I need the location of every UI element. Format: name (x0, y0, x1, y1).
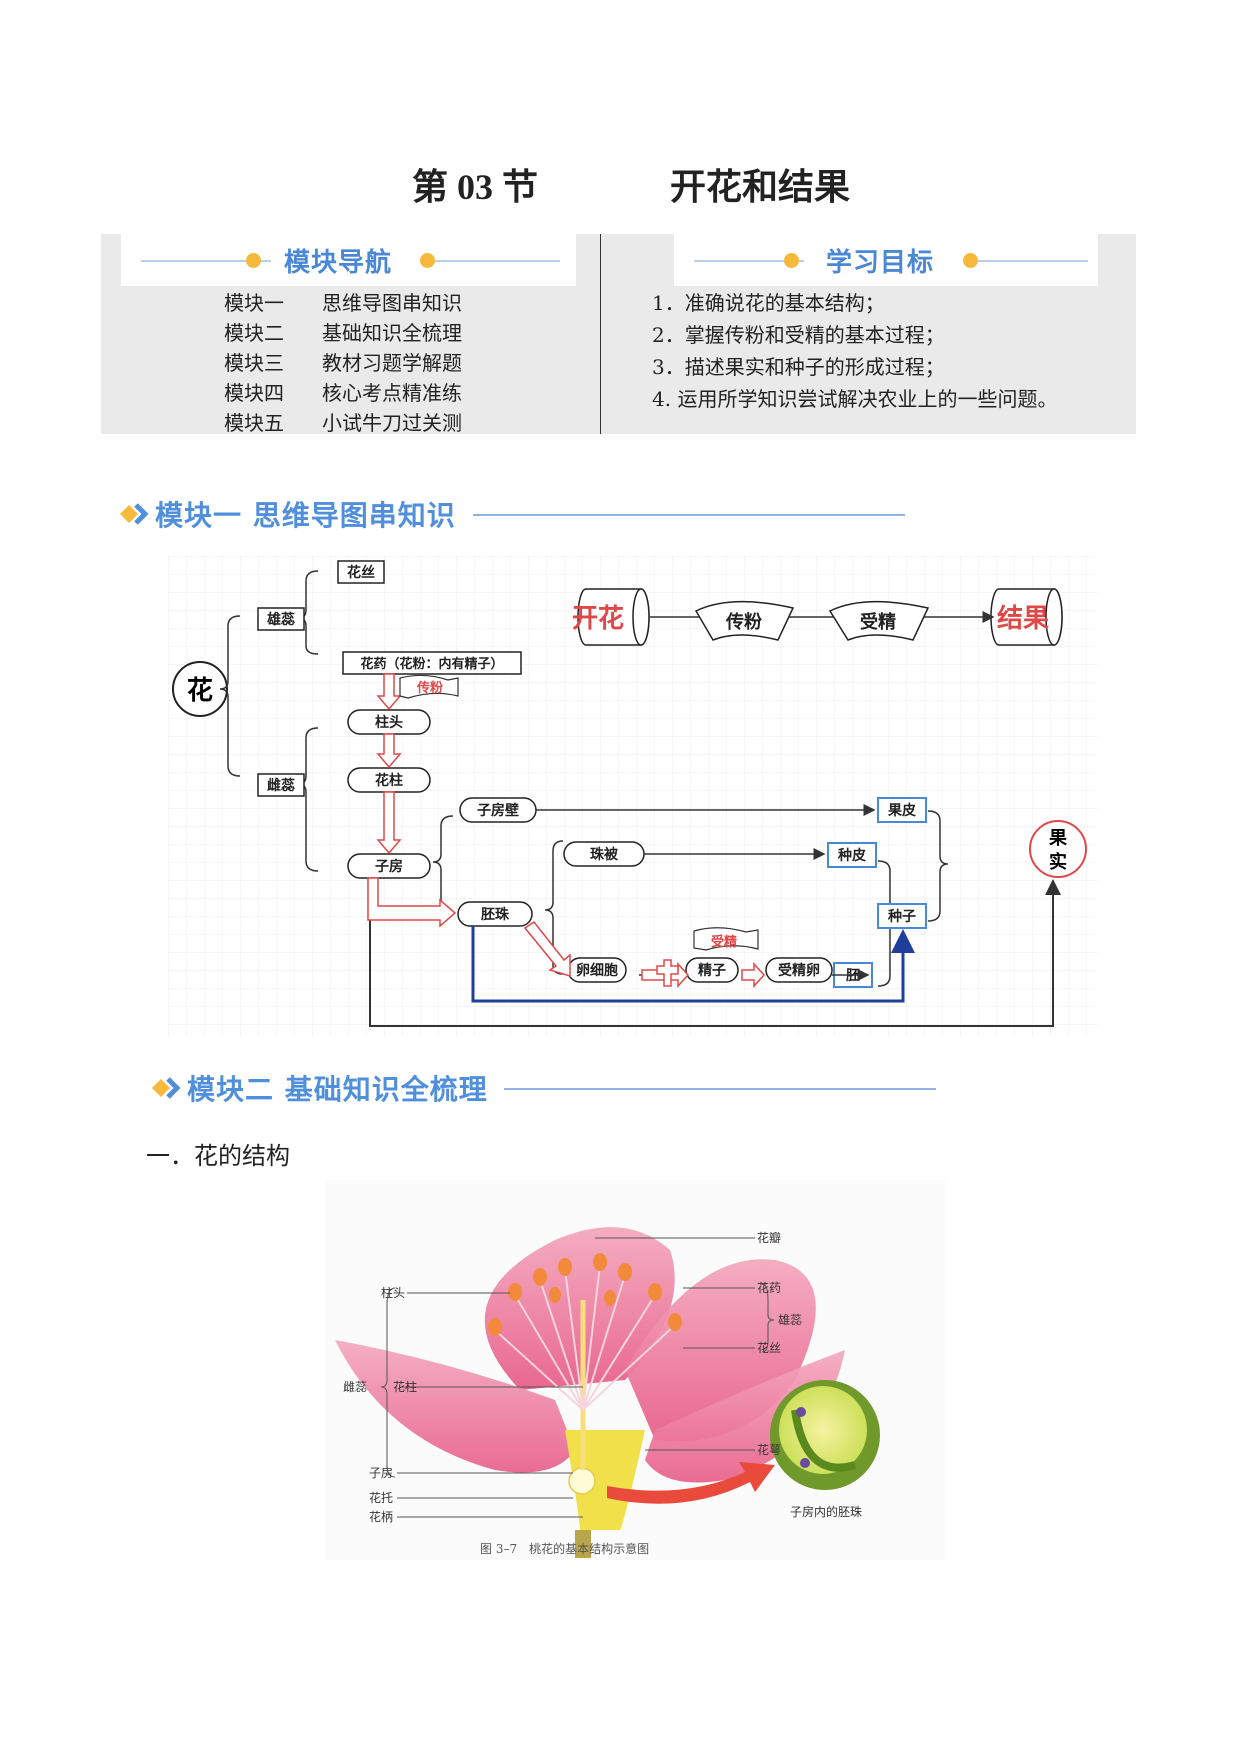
ovule-node: 胚珠 (481, 906, 510, 923)
nav-item[interactable]: 模块四核心考点精准练 (224, 381, 462, 405)
page-title-topic: 开花和结果 (670, 166, 851, 208)
goal-item: 4. 运用所学知识尝试解决农业上的一些问题。 (652, 387, 1058, 411)
sepal-label: 花萼 (757, 1442, 781, 1457)
pistil-node: 雌蕊 (267, 777, 295, 794)
goal-item: 2．掌握传粉和受精的基本过程； (652, 323, 945, 347)
pollination-tag: 传粉 (416, 680, 443, 696)
dot-icon (246, 253, 261, 268)
ovule-inset-label: 子房内的胚珠 (790, 1504, 862, 1519)
fertilized-egg-node: 受精卵 (778, 962, 820, 979)
petal-label: 花瓣 (757, 1230, 781, 1245)
chevron-right-icon (152, 1077, 181, 1099)
subsection-title: 一．花的结构 (146, 1142, 290, 1170)
goals-panel-header: 学习目标 (674, 234, 1098, 286)
style-node: 花柱 (375, 772, 403, 789)
goal-item: 3．描述果实和种子的形成过程； (652, 355, 945, 379)
anther-label: 花药 (757, 1280, 781, 1295)
seed-node: 种子 (887, 908, 916, 925)
stamen-node: 雄蕊 (266, 611, 295, 628)
egg-cell-node: 卵细胞 (576, 962, 618, 979)
nav-panel-label: 模块导航 (284, 248, 393, 278)
mindmap-diagram: 花 雄蕊 雌蕊 花丝 花药（花粉：内有精子） 柱头 花柱 子房 子房壁 胚珠 珠… (168, 556, 1098, 1036)
pistil-label: 雌蕊 (343, 1379, 367, 1394)
section2-header: 模块二 基础知识全梳理 (150, 1068, 940, 1108)
nav-panel-header: 模块导航 (121, 234, 576, 286)
dot-icon (420, 253, 435, 268)
section2-title: 模块二 基础知识全梳理 (187, 1073, 488, 1106)
goal-item: 1．准确说花的基本结构； (652, 291, 885, 315)
flower-node (172, 661, 228, 717)
seed-coat-node: 种皮 (837, 847, 866, 864)
nav-item[interactable]: 模块三教材习题学解题 (224, 351, 462, 375)
dot-icon (784, 253, 799, 268)
peach-flower-figure: 花瓣 花药 雄蕊 花丝 柱头 雌蕊 花柱 花萼 子房 花托 花柄 子房内的胚珠 … (325, 1180, 945, 1560)
stamen-label: 雄蕊 (778, 1312, 802, 1327)
ovary-wall-node: 子房壁 (477, 802, 519, 819)
page-title-section: 第 03 节 (412, 167, 539, 207)
chevron-right-icon (120, 503, 149, 525)
fertilization-tag: 受精 (711, 934, 737, 950)
filament-label: 花丝 (757, 1340, 781, 1355)
nav-item[interactable]: 模块五小试牛刀过关测 (224, 411, 462, 435)
pollination-arc-label: 传粉 (725, 611, 762, 633)
style-label: 花柱 (393, 1379, 417, 1394)
figure-caption: 图 3–7 桃花的基本结构示意图 (480, 1541, 649, 1556)
svg-text:果: 果 (1048, 828, 1068, 849)
integument-node: 珠被 (590, 846, 619, 863)
section1-title: 模块一 思维导图串知识 (155, 499, 456, 532)
nav-item[interactable]: 模块一思维导图串知识 (224, 291, 462, 315)
stigma-label: 柱头 (381, 1285, 405, 1300)
stigma-node: 柱头 (375, 714, 403, 731)
result-label: 结果 (997, 604, 1049, 634)
dot-icon (963, 253, 978, 268)
anther-node: 花药（花粉：内有精子） (360, 656, 503, 672)
nav-item[interactable]: 模块二基础知识全梳理 (224, 321, 462, 345)
fertilization-arc-label: 受精 (860, 611, 896, 633)
ovary-node: 子房 (375, 858, 403, 875)
bloom-label: 开花 (572, 604, 624, 634)
sperm-node: 精子 (698, 962, 726, 979)
embryo-node: 胚 (846, 968, 860, 984)
receptacle-label: 花托 (369, 1490, 393, 1505)
flower-label: 花 (187, 676, 213, 706)
fruit-node (1029, 820, 1087, 878)
section1-header: 模块一 思维导图串知识 (118, 494, 908, 534)
goals-panel-label: 学习目标 (826, 248, 935, 278)
pericarp-node: 果皮 (887, 802, 916, 819)
ovary-label: 子房 (369, 1465, 393, 1480)
panel-divider (600, 234, 601, 434)
filament-node: 花丝 (347, 564, 375, 581)
pedicel-label: 花柄 (369, 1509, 393, 1524)
svg-text:实: 实 (1049, 851, 1067, 873)
